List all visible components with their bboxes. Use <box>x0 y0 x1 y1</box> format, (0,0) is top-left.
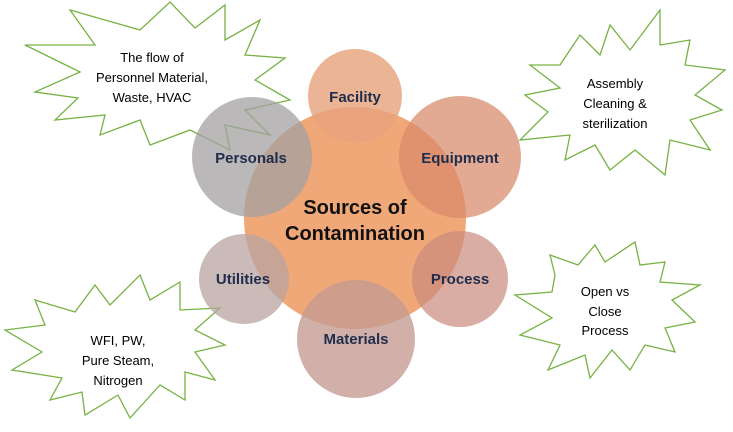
callout-utilities-line3: Nitrogen <box>93 373 142 388</box>
node-personals-label: Personals <box>215 150 287 167</box>
callout-personals-line1: The flow of <box>120 50 184 65</box>
center-title-line1: Sources of <box>303 197 407 219</box>
callout-process-line2: Close <box>588 304 621 319</box>
callout-equipment-line3: sterilization <box>582 116 647 131</box>
callout-burst-process <box>512 240 703 380</box>
node-utilities-label: Utilities <box>216 271 270 288</box>
callout-personals-line2: Personnel Material, <box>96 70 208 85</box>
node-facility-circle <box>308 49 402 143</box>
callout-process-line1: Open vs <box>581 284 630 299</box>
node-materials-label: Materials <box>323 331 388 348</box>
node-equipment-circle <box>399 96 521 218</box>
callout-burst-equipment <box>518 8 727 177</box>
node-process-label: Process <box>431 271 489 288</box>
node-facility-label: Facility <box>329 89 381 106</box>
callout-equipment-line1: Assembly <box>587 76 644 91</box>
node-equipment-label: Equipment <box>421 150 499 167</box>
node-personals-circle <box>192 97 312 217</box>
callout-utilities-line1: WFI, PW, <box>91 333 146 348</box>
node-materials-circle <box>297 280 415 398</box>
callout-personals-line3: Waste, HVAC <box>113 90 192 105</box>
node-process-circle <box>412 231 508 327</box>
callout-burst-utilities <box>3 273 227 420</box>
node-utilities-circle <box>199 234 289 324</box>
callout-utilities-line2: Pure Steam, <box>82 353 154 368</box>
callout-process-line3: Process <box>582 323 629 338</box>
center-title-line2: Contamination <box>285 223 425 245</box>
callout-equipment-line2: Cleaning & <box>583 96 647 111</box>
